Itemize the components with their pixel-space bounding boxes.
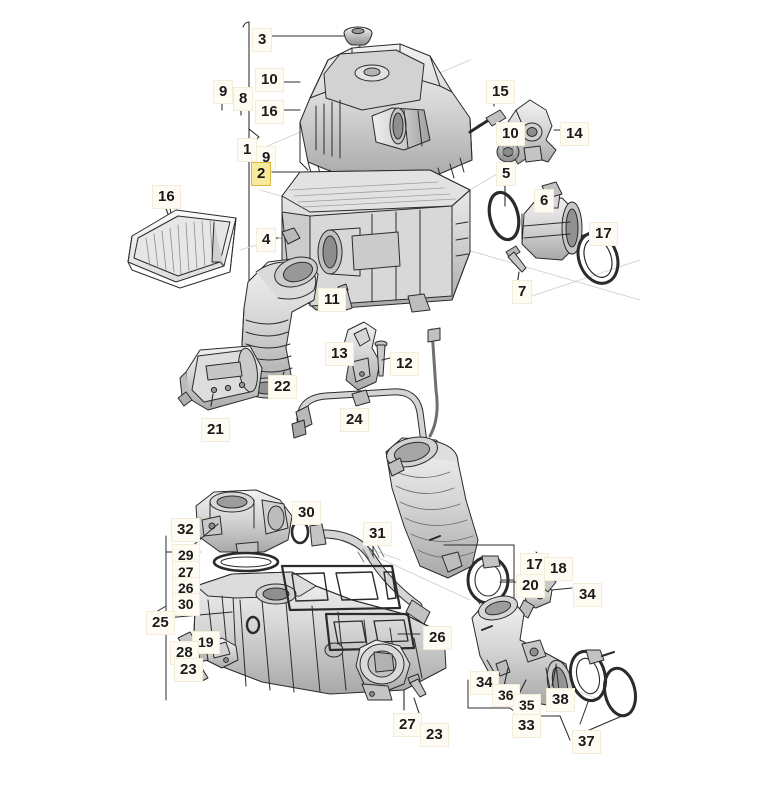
part-21-resonator-canister: [177, 345, 263, 411]
part-26-manifold-gasket-upper: [280, 564, 402, 612]
callout-3[interactable]: 3: [252, 28, 273, 52]
part-33-corrugated-intake-hose: [385, 436, 479, 579]
callout-8[interactable]: 8: [233, 87, 254, 111]
callout-9[interactable]: 9: [213, 80, 234, 104]
part-25-intake-manifold: [193, 571, 447, 695]
callout-21[interactable]: 21: [201, 418, 230, 442]
callout-20[interactable]: 20: [516, 574, 545, 598]
callout-6[interactable]: 6: [534, 189, 555, 213]
callout-34b[interactable]: 34: [470, 671, 499, 695]
callout-36[interactable]: 36: [492, 684, 520, 707]
part-16-air-filter-element: [127, 209, 237, 289]
callout-12[interactable]: 12: [390, 352, 419, 376]
part-2-air-filter-housing-lower: [281, 169, 471, 313]
callout-13[interactable]: 13: [325, 342, 354, 366]
callout-1[interactable]: 1: [237, 138, 258, 162]
callout-18[interactable]: 18: [544, 557, 573, 581]
callout-32[interactable]: 32: [171, 518, 200, 542]
part-32-throttle-valve-body: [195, 489, 293, 555]
callout-26b[interactable]: 26: [423, 626, 452, 650]
callout-17[interactable]: 17: [589, 222, 618, 246]
part-1-air-cleaner-upper-housing: [299, 43, 473, 192]
callout-30b[interactable]: 30: [172, 593, 200, 616]
callout-11[interactable]: 11: [318, 288, 346, 312]
callout-30[interactable]: 30: [292, 501, 321, 525]
callout-14[interactable]: 14: [560, 122, 589, 146]
callout-25[interactable]: 25: [146, 611, 175, 635]
part-15-pin-stud: [468, 109, 507, 134]
part-23-screw-right: [407, 673, 427, 698]
callout-24[interactable]: 24: [340, 408, 369, 432]
callout-23b[interactable]: 23: [420, 723, 449, 747]
callout-27b[interactable]: 27: [393, 713, 422, 737]
part-26-manifold-gasket-lower: [324, 612, 416, 652]
callout-22[interactable]: 22: [268, 375, 297, 399]
callout-38[interactable]: 38: [546, 688, 575, 712]
callout-16[interactable]: 16: [255, 100, 284, 124]
callout-19[interactable]: 19: [192, 631, 220, 654]
callout-10b[interactable]: 10: [496, 122, 525, 146]
part-24-vacuum-hose-line: [291, 327, 441, 479]
callout-16b[interactable]: 16: [152, 185, 181, 209]
callout-34[interactable]: 34: [573, 583, 602, 607]
part-27-actuator-motor: [355, 639, 411, 701]
callout-2-highlighted[interactable]: 2: [251, 162, 272, 186]
callout-15[interactable]: 15: [486, 80, 515, 104]
part-37-sealing-ring: [603, 666, 637, 718]
callout-5[interactable]: 5: [496, 162, 517, 186]
callout-7[interactable]: 7: [512, 280, 533, 304]
callout-33[interactable]: 33: [512, 714, 541, 738]
part-29-throttle-body-gasket: [212, 551, 280, 573]
part-38-hose-clamp: [568, 649, 615, 703]
part-31-egr-pipe: [309, 523, 431, 625]
part-13-bracket: [343, 321, 381, 391]
part-12-bolt: [374, 340, 388, 377]
part-7-screw: [505, 245, 527, 273]
part-5-o-ring-seal: [487, 190, 521, 242]
callout-31[interactable]: 31: [363, 522, 392, 546]
callout-37[interactable]: 37: [572, 730, 601, 754]
callout-23[interactable]: 23: [174, 658, 203, 682]
callout-10[interactable]: 10: [255, 68, 284, 92]
part-3-cap-plug: [343, 26, 373, 67]
callout-4[interactable]: 4: [256, 228, 277, 252]
